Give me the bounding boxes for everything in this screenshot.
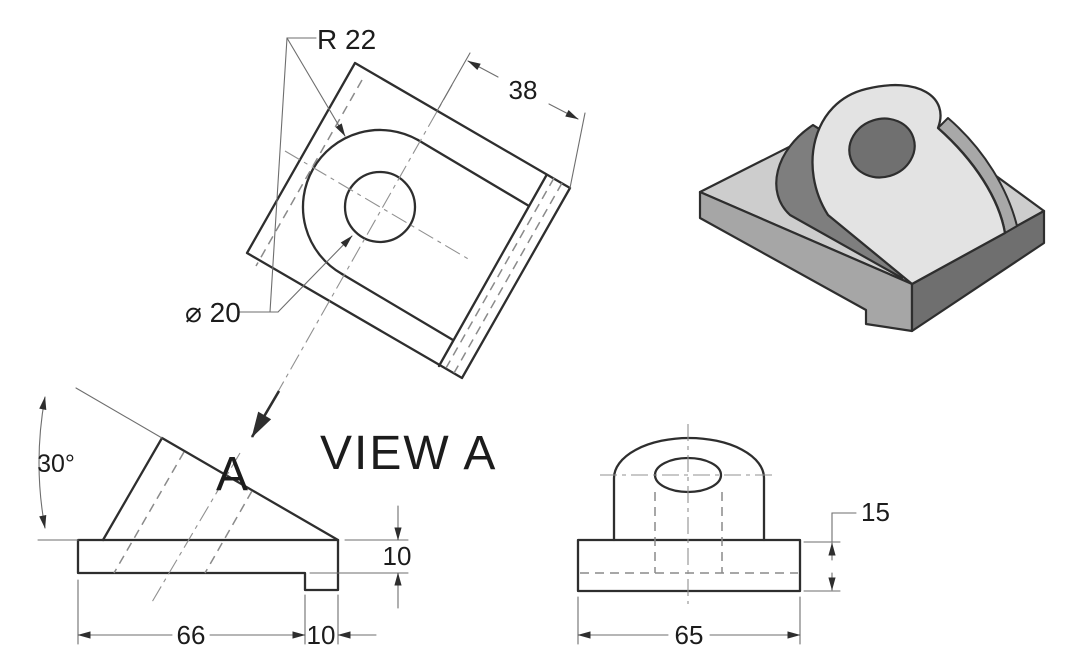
dim-r22-label: R 22 [317, 24, 376, 55]
dimension-line [548, 103, 579, 120]
isometric-view [698, 84, 1046, 333]
dim-10-thickness-label: 10 [383, 541, 412, 571]
aux-center-line [266, 84, 453, 412]
front-center-line [151, 452, 241, 603]
auxiliary-view: 38 R 22 ⌀ 20 [185, 24, 586, 412]
view-arrow-label: A [216, 448, 250, 501]
aux-center-line [284, 150, 471, 261]
front-base-outline [76, 538, 340, 592]
aux-hidden-line [255, 79, 363, 267]
leader-line [277, 235, 353, 313]
end-view: 65 15 [576, 424, 890, 650]
dim-66-label: 66 [177, 620, 206, 650]
aux-lug-arc [301, 128, 420, 276]
leader-line [831, 512, 857, 543]
front-hidden-line [113, 451, 185, 574]
dim-15-label: 15 [861, 497, 890, 527]
angle-extension-line [75, 387, 163, 439]
view-direction-arrow [250, 390, 281, 438]
aux-step-edge [437, 174, 548, 368]
extension-line [436, 52, 471, 112]
dim-dia20-label: ⌀ 20 [185, 297, 241, 328]
angle-dimension-arc [38, 396, 47, 529]
dim-10-step-label: 10 [307, 620, 336, 650]
extension-line [569, 112, 586, 189]
view-caption: VIEW A [320, 427, 497, 480]
dim-65-label: 65 [675, 620, 704, 650]
front-hidden-line [204, 490, 253, 574]
aux-hole-circle [343, 170, 417, 244]
aux-lug-side-edge [416, 138, 531, 208]
leader-line [286, 37, 346, 137]
dim-30deg-label: 30° [37, 450, 75, 478]
front-view: 30° A VIEW A 66 10 10 [37, 387, 497, 650]
end-lug-outline [612, 436, 766, 542]
dim-38-label: 38 [509, 75, 538, 105]
end-base-outline [576, 538, 802, 593]
aux-hidden-line [453, 182, 563, 374]
aux-plate-outline [245, 61, 572, 380]
dimension-line [467, 60, 499, 78]
iso-hole [848, 117, 916, 179]
leader-line [269, 37, 288, 313]
aux-hidden-line [445, 177, 555, 369]
aux-lug-side-edge [340, 272, 455, 342]
